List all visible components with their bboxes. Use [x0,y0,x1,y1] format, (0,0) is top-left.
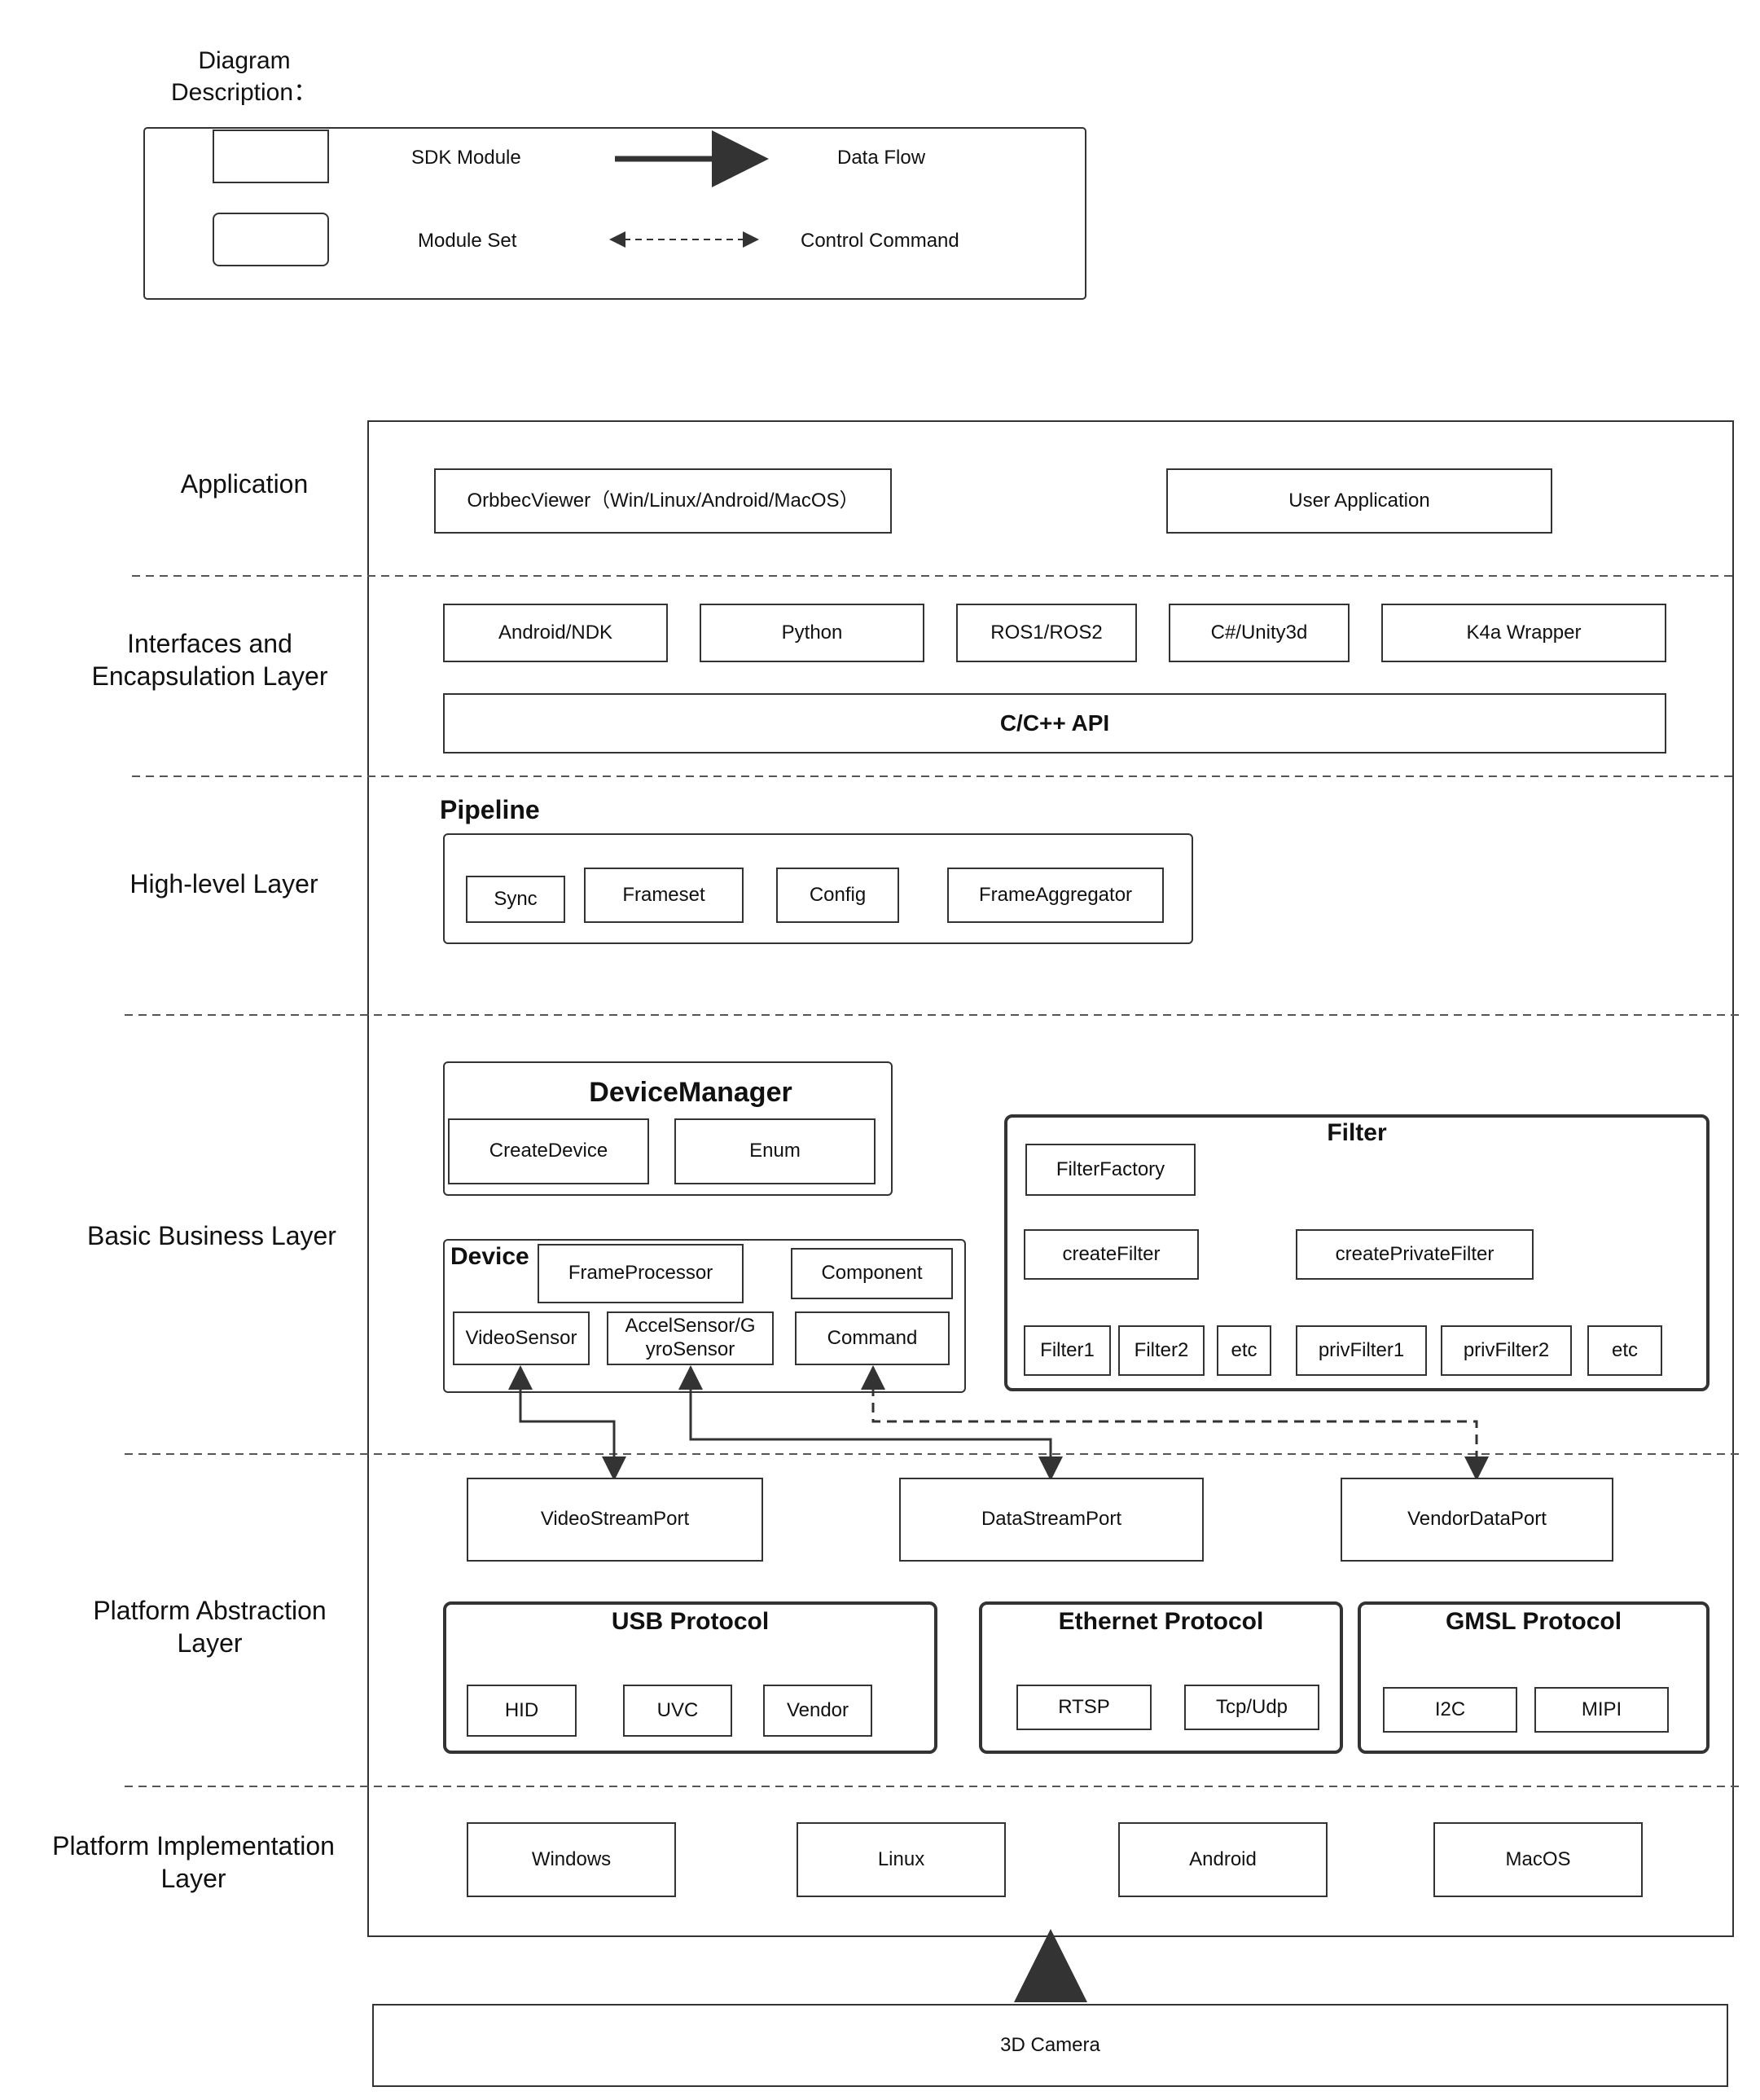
platform-macos: MacOS [1433,1822,1643,1897]
gmsl-mipi: MIPI [1534,1687,1669,1733]
filter-priv-filter2: privFilter2 [1441,1325,1572,1376]
layer-label-platform-implementation: Platform Implementation Layer [52,1831,335,1893]
layer-label-basic-business: Basic Business Layer [87,1221,336,1250]
layer-label-platform-abstraction: Platform Abstraction Layer [93,1596,327,1658]
filter-filter2: Filter2 [1118,1325,1205,1376]
usb-hid: HID [467,1685,577,1737]
layer-label-application: Application [180,469,309,499]
pipeline-set [443,833,1193,944]
interface-ros: ROS1/ROS2 [956,604,1137,662]
port-vendor-data: VendorDataPort [1341,1478,1613,1562]
ethernet-rtsp: RTSP [1016,1685,1152,1730]
device-manager-create-device: CreateDevice [448,1118,649,1184]
device-title: Device [450,1243,529,1270]
arrow-videosensor-videostreamport [508,1365,626,1481]
ethernet-protocol-set [979,1601,1343,1754]
ethernet-tcp-udp: Tcp/Udp [1184,1685,1319,1730]
usb-vendor: Vendor [763,1685,872,1737]
platform-linux: Linux [797,1822,1006,1897]
platform-android: Android [1118,1822,1328,1897]
filter-factory: FilterFactory [1025,1144,1196,1196]
layer-label-interfaces: Interfaces and Encapsulation Layer [91,629,328,691]
device-set [443,1239,966,1393]
device-manager-enum: Enum [674,1118,876,1184]
interface-python: Python [700,604,924,662]
filter-filter1: Filter1 [1024,1325,1111,1376]
filter-title: Filter [1327,1119,1387,1146]
c-cpp-api-box: C/C++ API [443,693,1666,753]
filter-etc-public: etc [1217,1325,1271,1376]
port-video-stream: VideoStreamPort [467,1478,763,1562]
legend-module-set-label: Module Set [418,230,517,252]
usb-protocol-set [443,1601,937,1754]
interface-android-ndk: Android/NDK [443,604,668,662]
gmsl-protocol-title: GMSL Protocol [1445,1608,1622,1635]
filter-create-filter: createFilter [1024,1229,1199,1280]
pipeline-title: Pipeline [440,795,540,824]
camera-3d-box: 3D Camera [372,2004,1728,2087]
gmsl-i2c: I2C [1383,1687,1517,1733]
pipeline-config: Config [776,868,899,923]
legend-control-command-label: Control Command [801,230,959,252]
platform-windows: Windows [467,1822,676,1897]
layer-label-high-level: High-level Layer [129,869,318,898]
orbbec-viewer-box: OrbbecViewer（Win/Linux/Android/MacOS） [434,468,892,534]
device-manager-set [443,1061,893,1196]
legend-title: Diagram Description： [170,47,318,106]
device-video-sensor: VideoSensor [453,1311,590,1365]
pipeline-frameset: Frameset [584,868,744,923]
filter-priv-filter1: privFilter1 [1296,1325,1427,1376]
device-command: Command [795,1311,950,1365]
pipeline-frameaggregator: FrameAggregator [947,868,1164,923]
legend-sdk-module-label: SDK Module [411,147,521,169]
interface-csharp-unity: C#/Unity3d [1169,604,1350,662]
device-manager-title: DeviceManager [589,1077,792,1108]
legend-data-flow-label: Data Flow [837,147,926,169]
filter-set [1004,1114,1710,1391]
arrow-command-vendordataport [861,1365,1489,1481]
device-component: Component [791,1248,953,1299]
filter-etc-private: etc [1587,1325,1662,1376]
device-frame-processor: FrameProcessor [538,1244,744,1303]
legend-module-set-swatch [213,213,329,266]
usb-uvc: UVC [623,1685,732,1737]
device-accel-gyro-sensor: AccelSensor/G yroSensor [607,1311,774,1365]
ethernet-protocol-title: Ethernet Protocol [1058,1608,1264,1635]
legend-sdk-module-swatch [213,130,329,183]
usb-protocol-title: USB Protocol [611,1608,770,1635]
user-application-box: User Application [1166,468,1552,534]
interface-k4a-wrapper: K4a Wrapper [1381,604,1666,662]
gmsl-protocol-set [1358,1601,1710,1754]
filter-create-private-filter: createPrivateFilter [1296,1229,1534,1280]
port-data-stream: DataStreamPort [899,1478,1204,1562]
legend-frame [143,127,1086,300]
pipeline-sync: Sync [466,876,565,923]
